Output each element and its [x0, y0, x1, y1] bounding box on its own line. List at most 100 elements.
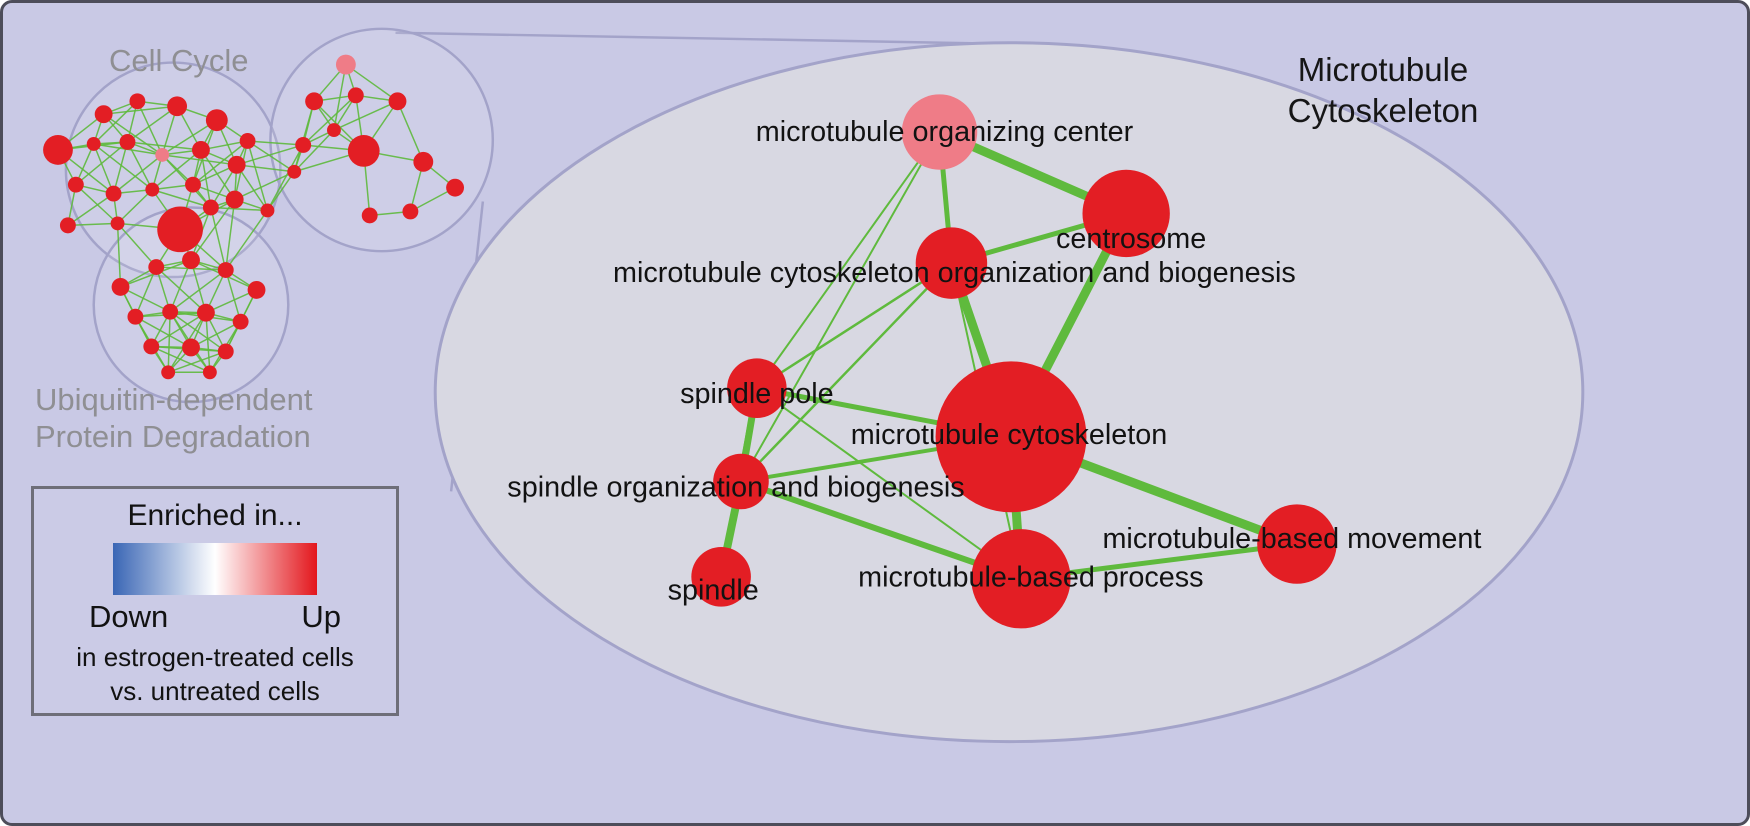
legend-down-label: Down — [89, 599, 169, 634]
mini-node-18[interactable] — [225, 190, 244, 209]
mini-edge — [93, 100, 138, 145]
legend-scale-row: Down Up — [89, 599, 341, 635]
mini-node-46[interactable] — [202, 365, 217, 380]
mini-edge — [120, 286, 171, 313]
mini-node-36[interactable] — [217, 262, 234, 278]
mini-node-30[interactable] — [402, 203, 419, 220]
zoom-lens-line-0 — [395, 31, 1000, 45]
node-spole[interactable] — [727, 358, 787, 418]
mini-node-0[interactable] — [43, 135, 73, 165]
mini-edge — [151, 149, 202, 191]
mini-node-9[interactable] — [191, 140, 210, 159]
mini-node-25[interactable] — [295, 137, 312, 153]
mini-edge — [266, 171, 295, 211]
mini-edge — [246, 140, 269, 211]
mini-edge — [293, 129, 335, 173]
mini-node-45[interactable] — [161, 365, 176, 380]
enrichment-gradient-bar — [113, 543, 317, 595]
mini-edge — [103, 113, 163, 156]
mini-node-21[interactable] — [335, 54, 356, 75]
mini-edge — [190, 259, 207, 313]
mini-node-17[interactable] — [110, 216, 125, 231]
node-sorg[interactable] — [713, 453, 769, 510]
mini-node-12[interactable] — [105, 185, 122, 202]
node-spindle[interactable] — [691, 547, 751, 607]
edge-mco-sorg — [739, 261, 953, 483]
node-label-sorg: spindle organization and biogenesis — [507, 471, 964, 503]
mini-node-41[interactable] — [232, 313, 249, 330]
network-canvas: microtubule organizing centercentrosomem… — [43, 27, 1585, 744]
mini-node-38[interactable] — [127, 308, 144, 325]
mini-edge — [234, 171, 295, 201]
mini-node-10[interactable] — [227, 155, 246, 174]
mini-node-44[interactable] — [217, 343, 234, 360]
mini-node-3[interactable] — [167, 96, 188, 117]
node-moc[interactable] — [901, 94, 978, 170]
mini-node-28[interactable] — [446, 178, 465, 197]
mini-node-15[interactable] — [202, 199, 219, 216]
mini-node-29[interactable] — [361, 207, 378, 224]
node-label-mc: microtubule cytoskeleton — [851, 419, 1168, 451]
mini-edge — [190, 199, 236, 261]
mini-edge — [116, 222, 157, 268]
mini-edge — [113, 154, 163, 195]
legend-box: Enriched in... Down Up in estrogen-treat… — [31, 486, 399, 716]
mini-node-6[interactable] — [86, 137, 101, 151]
mini-edge — [67, 222, 118, 227]
mini-node-27[interactable] — [413, 151, 434, 172]
mini-edge — [247, 140, 295, 173]
mini-edge — [247, 140, 304, 146]
mini-node-40[interactable] — [196, 303, 215, 322]
node-label-moc: microtubule organizing center — [756, 116, 1134, 148]
mini-edge — [333, 100, 398, 131]
mini-edge — [205, 312, 211, 373]
mini-edge — [127, 105, 178, 143]
mini-node-13[interactable] — [145, 182, 160, 197]
mini-node-22[interactable] — [305, 92, 324, 111]
mini-node-7[interactable] — [119, 134, 136, 150]
mini-node-16[interactable] — [59, 217, 76, 234]
node-mco[interactable] — [915, 227, 988, 299]
mini-node-39[interactable] — [162, 303, 179, 320]
mini-edge — [134, 266, 157, 317]
mini-edge — [236, 144, 304, 166]
mini-edge — [302, 94, 357, 146]
node-centrosome[interactable] — [1082, 169, 1170, 258]
mini-node-20[interactable] — [157, 206, 203, 253]
mini-node-26[interactable] — [347, 135, 380, 167]
node-label-spindle: spindle — [668, 575, 759, 607]
mini-node-33[interactable] — [111, 277, 130, 296]
mini-edge — [116, 223, 122, 287]
mini-node-42[interactable] — [143, 338, 160, 355]
node-label-centrosome: centrosome — [1056, 223, 1206, 255]
mini-node-23[interactable] — [347, 87, 364, 104]
mini-edge — [155, 266, 207, 314]
mini-node-31[interactable] — [287, 164, 302, 179]
mini-edge — [210, 207, 227, 271]
mini-node-2[interactable] — [129, 93, 146, 110]
mini-node-8[interactable] — [155, 147, 170, 162]
mini-node-43[interactable] — [182, 338, 200, 357]
node-mc[interactable] — [935, 361, 1087, 513]
mini-node-11[interactable] — [67, 176, 84, 193]
mini-node-1[interactable] — [94, 105, 113, 124]
node-mbm[interactable] — [1257, 504, 1337, 584]
microtubule-label-line2: Cytoskeleton — [1287, 92, 1479, 130]
mini-edge — [236, 164, 295, 173]
node-label-mco: microtubule cytoskeleton organization an… — [613, 257, 1296, 289]
mini-node-14[interactable] — [185, 176, 201, 193]
mini-node-37[interactable] — [247, 280, 266, 299]
mini-node-19[interactable] — [260, 203, 275, 218]
mini-node-35[interactable] — [182, 251, 200, 270]
mini-node-4[interactable] — [205, 109, 228, 132]
mini-node-5[interactable] — [239, 133, 256, 149]
mini-node-24[interactable] — [388, 92, 407, 111]
mini-edge — [150, 312, 207, 348]
mini-node-32[interactable] — [327, 123, 341, 138]
mini-edge — [200, 149, 236, 200]
mini-edge — [396, 100, 424, 163]
mini-edge — [236, 164, 269, 211]
mini-node-34[interactable] — [148, 259, 165, 276]
node-mbp[interactable] — [971, 529, 1071, 629]
